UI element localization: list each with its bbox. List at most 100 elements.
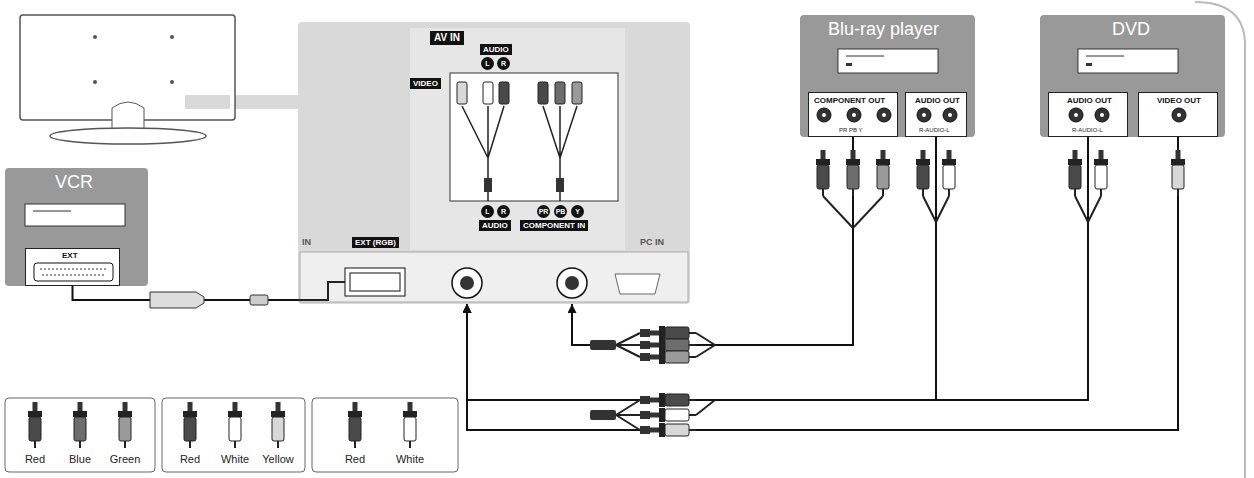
drawing-part xyxy=(499,82,509,104)
drawing-part xyxy=(1172,108,1186,122)
drawing-part xyxy=(452,268,482,298)
port-title: EXT xyxy=(62,251,78,260)
drawing-part xyxy=(162,398,305,472)
drawing-part xyxy=(183,402,197,448)
drawing-part xyxy=(942,150,956,196)
drawing-part xyxy=(93,35,97,39)
drawing-part xyxy=(650,350,696,364)
port-title: AUDIO OUT xyxy=(1067,96,1112,105)
jack-inset: AV INCOMPONENT IN xyxy=(410,28,625,250)
drawing-part xyxy=(25,204,125,226)
port-box: VIDEO OUT xyxy=(1138,92,1218,137)
drawing-part xyxy=(590,340,616,350)
drawing-part xyxy=(650,423,696,437)
drawing-part xyxy=(300,252,688,302)
drawing-part xyxy=(40,269,107,270)
drawing-part xyxy=(403,402,417,448)
drawing-part xyxy=(817,108,831,122)
drawing-part xyxy=(1177,113,1181,117)
jack-label: PB xyxy=(554,205,567,218)
legend-label: Red xyxy=(345,453,365,466)
jack-label: AUDIO xyxy=(479,220,511,231)
drawing-part xyxy=(1094,150,1108,196)
port-box: AUDIO OUT R-AUDIO-L xyxy=(905,92,967,137)
drawing-part xyxy=(640,396,650,404)
drawing-part xyxy=(1100,113,1104,117)
drawing-part xyxy=(916,150,930,196)
drawing-part xyxy=(852,113,856,117)
drawing-part xyxy=(615,274,660,294)
drawing-part xyxy=(650,338,696,352)
port-box: AUDIO OUTR-AUDIO-L xyxy=(1048,92,1128,137)
legend-boxes xyxy=(5,398,458,472)
drawing-part xyxy=(555,82,565,104)
port-title: VCR xyxy=(55,172,93,193)
port-box: COMPONENT OUTPR PB Y xyxy=(808,92,898,137)
drawing-part xyxy=(922,113,926,117)
drawing-part xyxy=(822,113,826,117)
drawing-part xyxy=(1074,113,1078,117)
drawing-part xyxy=(846,63,852,66)
drawing-part xyxy=(565,276,579,290)
drawing-part xyxy=(93,80,97,84)
drawing-part xyxy=(112,102,144,130)
drawing-part xyxy=(640,329,650,337)
jack-label: PC IN xyxy=(640,237,664,247)
drawing-part xyxy=(271,402,285,448)
drawing-part xyxy=(298,282,345,300)
drawing-part xyxy=(350,273,400,291)
port-sublabel: PR PB Y xyxy=(839,127,863,134)
port-sublabel: COMPONENT IN xyxy=(520,220,588,231)
drawing-part xyxy=(650,393,696,407)
drawing-part xyxy=(847,108,861,122)
port-title: AUDIO OUT xyxy=(915,96,960,105)
drawing-part xyxy=(170,80,174,84)
drawing-part xyxy=(650,408,696,422)
drawing-part xyxy=(483,82,493,104)
drawing-part xyxy=(170,35,174,39)
drawing-part xyxy=(1095,108,1109,122)
jack-label: PR xyxy=(537,205,550,218)
legend-label: Blue xyxy=(69,453,91,466)
jack-label: L xyxy=(481,57,494,70)
tv-panel: EXT (RGB) AV INCOMPONENT IN xyxy=(298,22,690,304)
legend-label: Red xyxy=(25,453,45,466)
drawing-part xyxy=(640,341,650,349)
port-title: Blu-ray player xyxy=(828,19,939,40)
drawing-part xyxy=(73,402,87,448)
port-sublabel: R-AUDIO-L xyxy=(919,127,950,134)
drawing-part xyxy=(917,108,931,122)
port-title: EXT (RGB) xyxy=(352,237,399,248)
drawing-part xyxy=(457,82,467,104)
drawing-part xyxy=(348,402,362,448)
jack-label: L xyxy=(481,205,494,218)
legend-label: Green xyxy=(110,453,141,466)
drawing-part xyxy=(838,49,938,73)
drawing-part xyxy=(150,292,204,308)
port-drawing xyxy=(410,28,625,250)
drawing-part xyxy=(640,411,650,419)
drawing-part xyxy=(538,82,548,104)
drawing-part xyxy=(877,108,891,122)
drawing-part xyxy=(1086,56,1124,57)
drawing-part xyxy=(462,106,577,201)
drawing-part xyxy=(1086,63,1092,66)
drawing-part xyxy=(640,353,650,361)
drawing-part xyxy=(948,113,952,117)
drawing-part xyxy=(650,326,696,340)
jack-label: VIDEO xyxy=(410,78,441,89)
drawing-part xyxy=(823,196,1101,228)
drawing-part xyxy=(876,150,890,196)
jack-label: Y xyxy=(571,205,584,218)
legend-label: Red xyxy=(180,453,200,466)
drawing-part xyxy=(450,73,618,201)
port-title: VIDEO OUT xyxy=(1157,96,1201,105)
drawing-part xyxy=(943,108,957,122)
drawing-part xyxy=(572,82,582,104)
device-panel: DVDAUDIO OUTR-AUDIO-LVIDEO OUT xyxy=(1040,15,1225,137)
drawing-part xyxy=(556,178,564,192)
drawing-part xyxy=(42,275,105,276)
